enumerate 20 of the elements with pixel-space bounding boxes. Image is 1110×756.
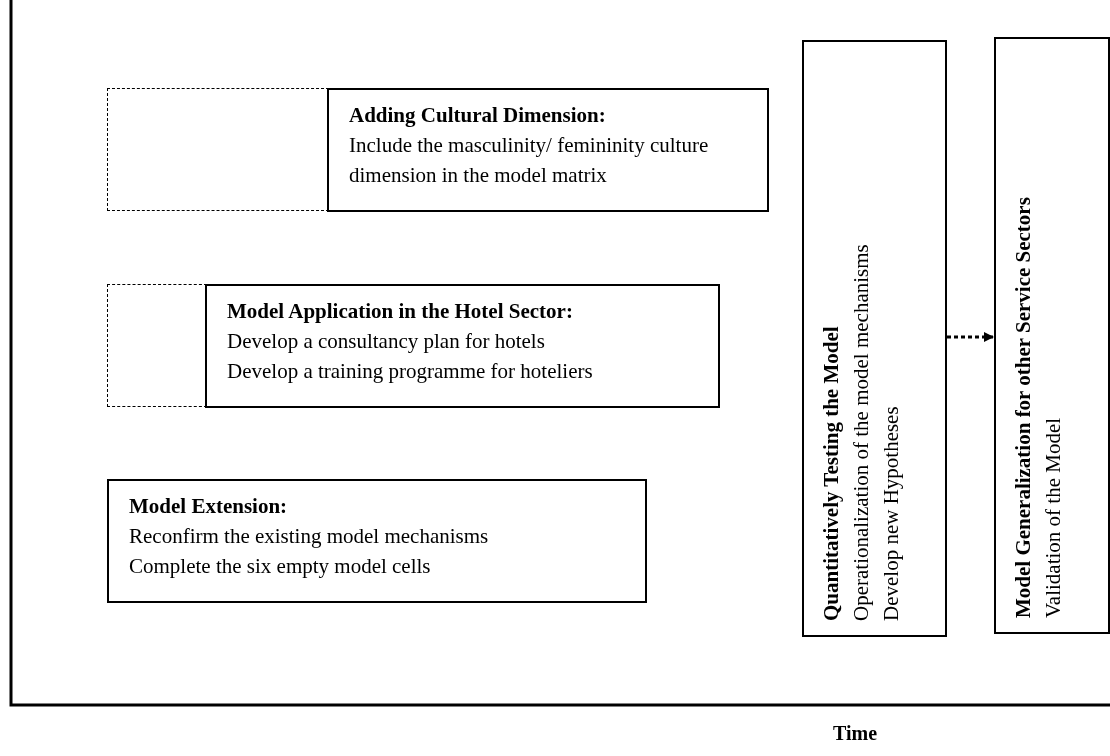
box-heading: Model Extension: [129, 493, 289, 520]
process-box [107, 479, 647, 603]
box-heading: Adding Cultural Dimension: [349, 102, 607, 129]
arrow [947, 332, 994, 342]
box-text: Include the masculinity/ femininity culture dimension in the model matrix [349, 132, 710, 189]
process-box [994, 37, 1110, 634]
box-text: Operationalization of the model mechanisms [848, 243, 874, 621]
box-text: Reconfirm the existing model mechanisms [129, 523, 490, 550]
axis-label: Time [833, 722, 878, 745]
process-box [327, 88, 769, 212]
box-text: Validation of the Model [1040, 416, 1066, 618]
box-text: Develop new Hypotheses [878, 405, 904, 621]
box-heading: Quantitatively Testing the Model [818, 325, 844, 621]
box-text: Complete the six empty model cells [129, 553, 432, 580]
box-text: Develop a consultancy plan for hotels [227, 328, 546, 355]
box-text: Develop a training programme for hoteliers [227, 358, 594, 385]
process-box [205, 284, 720, 408]
box-heading: Model Application in the Hotel Sector: [227, 298, 574, 325]
process-box [802, 40, 947, 637]
box-heading: Model Generalization for other Service Sectors [1010, 196, 1036, 618]
